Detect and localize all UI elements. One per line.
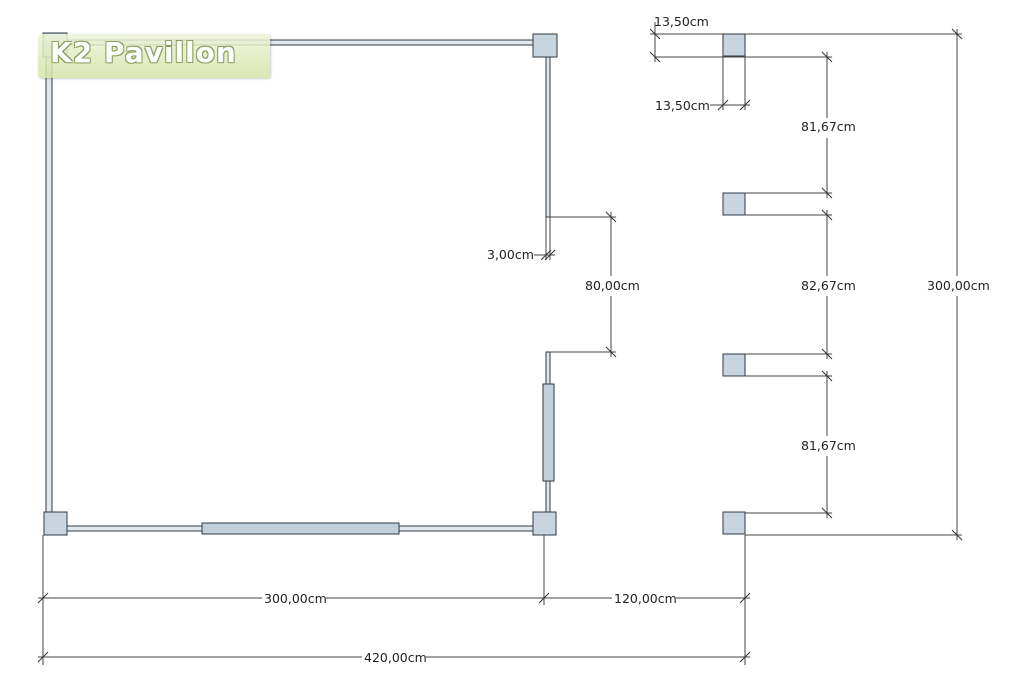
logo-badge: [38, 34, 270, 78]
bottom-sliding-panel: [201, 522, 400, 535]
dim-pavilion-width: 300,00cm: [264, 591, 327, 606]
dim-post-spacing-bottom: 81,67cm: [801, 438, 856, 453]
dim-extension-width: 120,00cm: [614, 591, 677, 606]
free-post-2: [722, 192, 746, 216]
corner-post-bottom-left: [43, 511, 68, 536]
right-wall-upper: [545, 56, 551, 218]
dim-post-spacing-top: 81,67cm: [801, 119, 856, 134]
dim-door-opening: 80,00cm: [585, 278, 640, 293]
left-wall: [45, 45, 53, 525]
dim-post-depth: 13,50cm: [655, 98, 710, 113]
dim-post-width: 13,50cm: [654, 14, 709, 29]
dim-post-spacing-middle: 82,67cm: [801, 278, 856, 293]
dimension-lines: [37, 22, 963, 665]
free-post-4: [722, 511, 746, 535]
free-post-1: [722, 33, 746, 57]
dim-total-width: 420,00cm: [364, 650, 427, 665]
corner-post-bottom-right: [532, 511, 557, 536]
dim-wall-thickness: 3,00cm: [487, 247, 534, 262]
right-sliding-panel: [542, 383, 555, 482]
brand-logo: K2 Pavillon: [50, 36, 237, 69]
dim-total-depth: 300,00cm: [927, 278, 990, 293]
free-post-3: [722, 353, 746, 377]
corner-post-top-right: [532, 33, 558, 58]
